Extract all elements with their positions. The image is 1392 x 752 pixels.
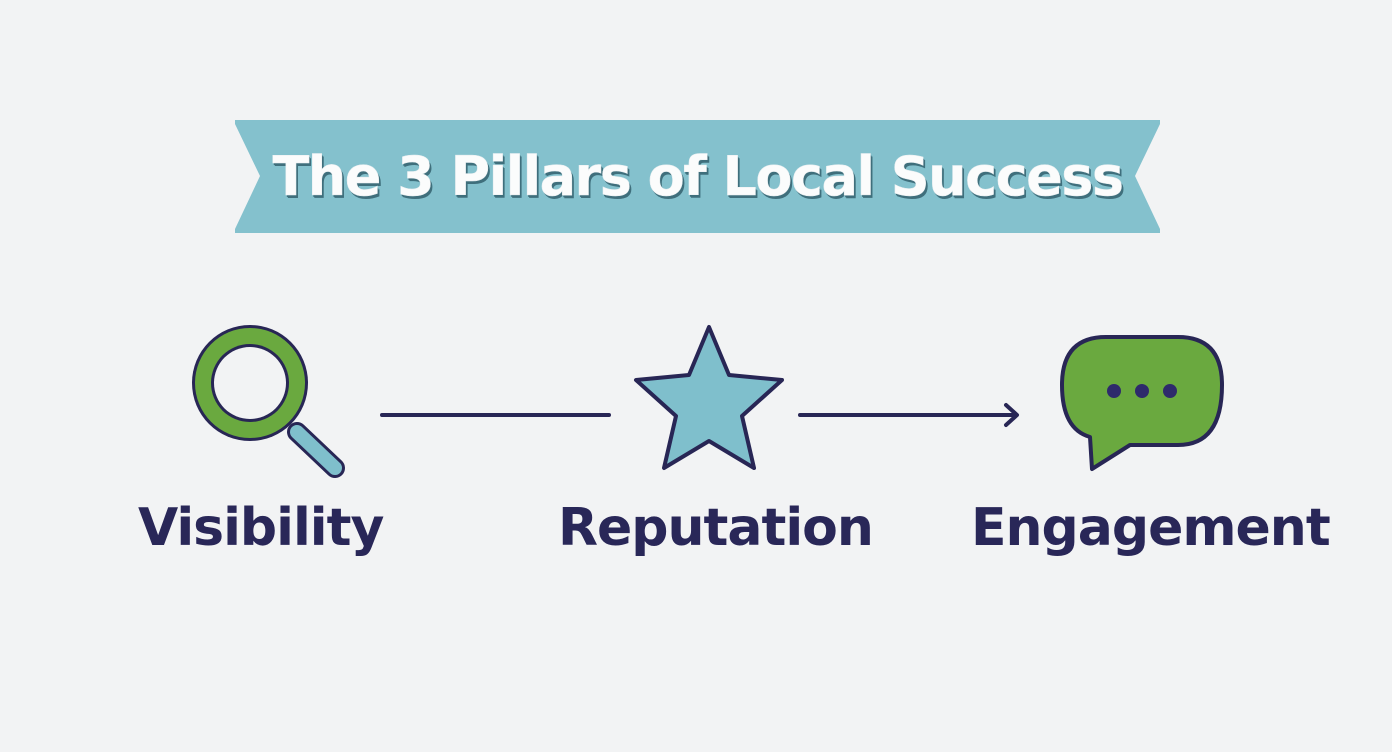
dot-icon (1163, 384, 1177, 398)
magnifying-glass-icon (192, 325, 345, 478)
dot-icon (1135, 384, 1149, 398)
ribbon-shape (235, 120, 1160, 233)
pillar-label-engagement: Engagement (971, 498, 1331, 558)
speech-bubble-icon (1060, 335, 1224, 471)
pillar-label-visibility: Visibility (138, 498, 384, 558)
pillar-label-reputation: Reputation (558, 498, 874, 558)
connector-line (380, 413, 611, 417)
star-icon (634, 325, 784, 470)
title-banner: The 3 Pillars of Local Success (235, 120, 1160, 233)
page-title: The 3 Pillars of Local Success (272, 145, 1124, 209)
dot-icon (1107, 384, 1121, 398)
connector-arrow (798, 403, 1019, 427)
